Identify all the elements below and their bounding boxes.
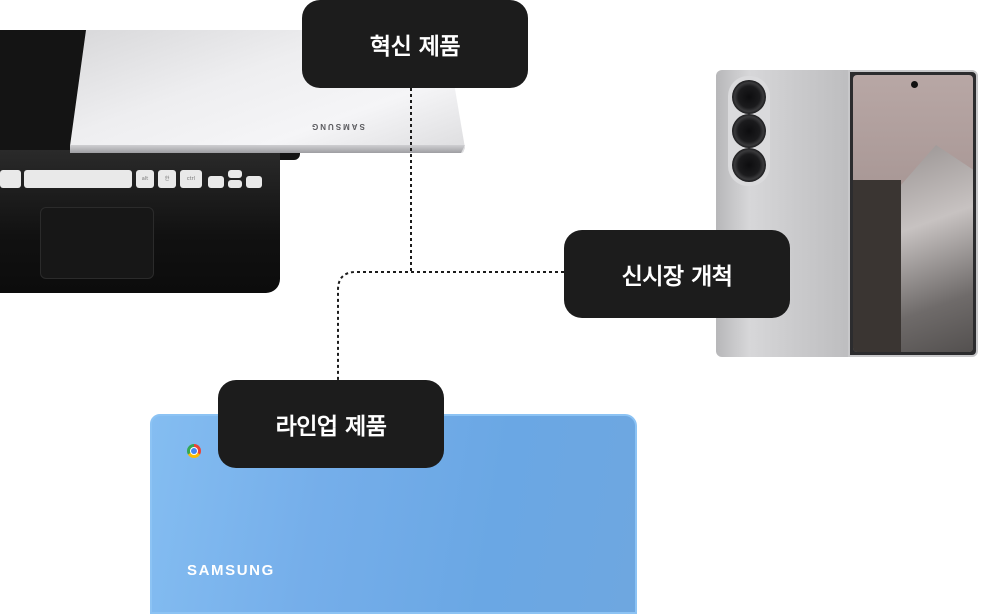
laptop-brand-logo: SAMSUNG (310, 122, 365, 131)
camera-lens-icon (732, 80, 766, 114)
chrome-icon (187, 444, 201, 458)
wallpaper-shape (853, 180, 901, 352)
wallpaper-shape (901, 145, 973, 352)
tablet-brand-logo: SAMSUNG (187, 562, 275, 579)
key-ctrl: ctrl (180, 170, 202, 188)
arrow-right-key (246, 176, 262, 188)
camera-lens-icon (732, 114, 766, 148)
key-hangul: 한 (158, 170, 176, 188)
phone-front-panel (848, 70, 978, 357)
key (5, 170, 21, 188)
key-alt: alt (136, 170, 154, 188)
spacebar-key (24, 170, 132, 188)
label-lineup-products: 라인업 제품 (218, 380, 444, 468)
label-new-market: 신시장 개척 (564, 230, 790, 318)
arrow-down-key (228, 180, 242, 188)
camera-module (728, 76, 770, 186)
laptop-keyboard-row: alt 한 ctrl (0, 170, 270, 190)
laptop-trackpad (40, 207, 154, 279)
laptop-image: alt 한 ctrl SAMSUNG (0, 30, 470, 300)
camera-lens-icon (732, 148, 766, 182)
phone-screen (853, 75, 973, 352)
arrow-left-key (208, 176, 224, 188)
front-camera-icon (911, 81, 918, 88)
laptop-lid-edge (70, 145, 465, 153)
arrow-up-key (228, 170, 242, 178)
label-innovation-products: 혁신 제품 (302, 0, 528, 88)
